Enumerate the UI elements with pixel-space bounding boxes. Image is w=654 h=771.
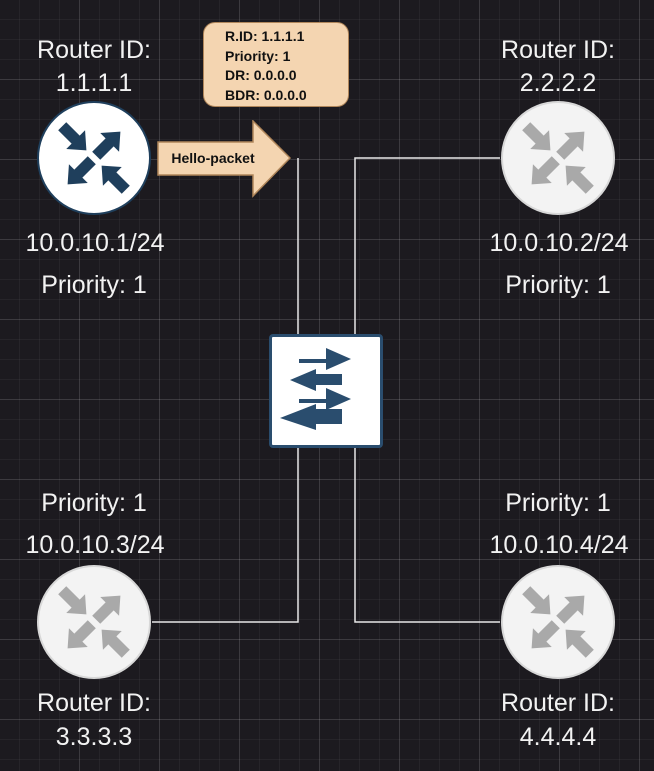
router-4-priority: Priority: 1 bbox=[505, 489, 611, 517]
hello-packet-contents: R.ID: 1.1.1.1 Priority: 1 DR: 0.0.0.0 BD… bbox=[203, 22, 349, 107]
router-3-id: 3.3.3.3 bbox=[55, 723, 133, 751]
router-icon bbox=[58, 586, 130, 658]
router-1-id: 1.1.1.1 bbox=[55, 69, 133, 97]
router-2-priority: Priority: 1 bbox=[505, 271, 611, 299]
switch-icon bbox=[280, 348, 351, 430]
router-1[interactable] bbox=[37, 101, 151, 215]
router-icon bbox=[58, 122, 130, 194]
router-4-id-label: Router ID: bbox=[501, 689, 615, 717]
router-icon bbox=[522, 586, 594, 658]
router-4-id: 4.4.4.4 bbox=[519, 723, 597, 751]
packet-field-bdr: BDR: 0.0.0.0 bbox=[225, 86, 307, 103]
router-4[interactable] bbox=[501, 565, 615, 679]
link-router-3-switch bbox=[152, 448, 299, 623]
router-2[interactable] bbox=[501, 101, 615, 215]
router-1-ip: 10.0.10.1/24 bbox=[25, 229, 165, 257]
router-3-priority: Priority: 1 bbox=[41, 489, 147, 517]
router-icon bbox=[522, 122, 594, 194]
router-2-id: 2.2.2.2 bbox=[519, 69, 597, 97]
router-1-priority: Priority: 1 bbox=[41, 271, 147, 299]
router-3[interactable] bbox=[37, 565, 151, 679]
router-3-ip: 10.0.10.3/24 bbox=[25, 531, 165, 559]
packet-field-dr: DR: 0.0.0.0 bbox=[225, 67, 297, 83]
hello-packet-label: Hello-packet bbox=[171, 150, 255, 166]
router-2-id-label: Router ID: bbox=[501, 36, 615, 64]
router-4-ip: 10.0.10.4/24 bbox=[489, 531, 629, 559]
link-router-4-switch bbox=[354, 448, 500, 623]
hello-packet-arrow: Hello-packet bbox=[157, 120, 291, 198]
switch[interactable] bbox=[269, 334, 383, 448]
router-3-id-label: Router ID: bbox=[37, 689, 151, 717]
packet-field-priority: Priority: 1 bbox=[225, 47, 291, 64]
packet-field-router-id: R.ID: 1.1.1.1 bbox=[225, 28, 305, 44]
link-router-2-switch bbox=[354, 157, 500, 334]
router-1-id-label: Router ID: bbox=[37, 36, 151, 64]
arrow-right-icon bbox=[157, 120, 291, 198]
router-2-ip: 10.0.10.2/24 bbox=[489, 229, 629, 257]
